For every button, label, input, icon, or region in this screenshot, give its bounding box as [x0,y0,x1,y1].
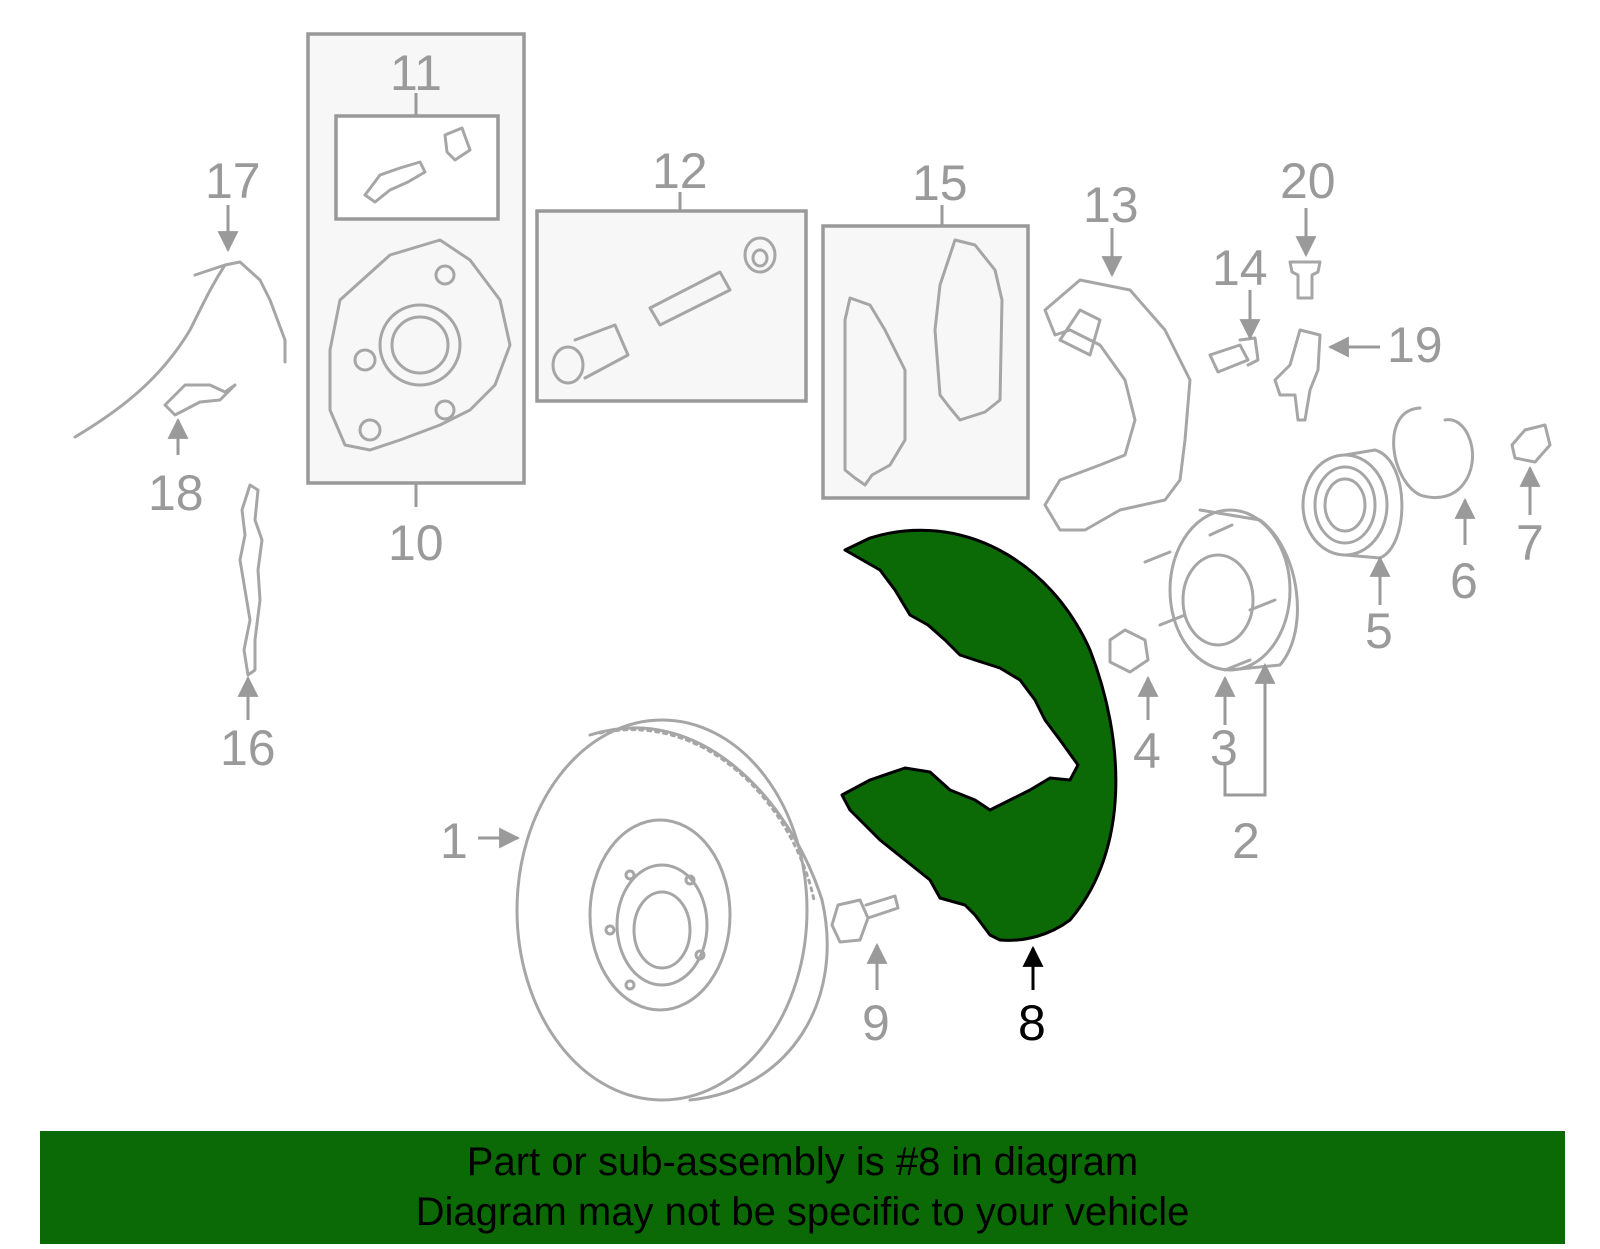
callout-19: 19 [1387,317,1443,373]
wheel-bearing-part [1301,448,1404,560]
callout-4: 4 [1133,723,1161,779]
callout-9: 9 [862,995,890,1051]
box-pad-clips [334,114,500,221]
callout-1: 1 [440,813,468,869]
callout-15: 15 [912,155,968,211]
bolt-9-part [830,894,900,944]
callout-5: 5 [1365,603,1393,659]
callout-11: 11 [390,45,442,101]
callout-10: 10 [388,515,444,571]
caliper-bracket-part [1043,278,1192,532]
sensor-bracket-16-part [238,483,264,677]
pin-part [1288,260,1322,300]
callout-20: 20 [1280,153,1336,209]
callout-17: 17 [205,153,261,209]
callout-16: 16 [220,720,276,776]
brake-rotor-part [515,718,829,1102]
wheel-speed-sensor-part [73,260,287,439]
bolt-part [1208,336,1260,374]
callout-12: 12 [652,143,708,199]
callout-3: 3 [1210,720,1238,776]
callout-7: 7 [1516,515,1544,571]
pad-clip-part [363,126,472,204]
callout-8: 8 [1018,995,1046,1051]
brake-pad-part [843,238,1004,487]
callout-18: 18 [148,465,204,521]
callout-6: 6 [1450,553,1478,609]
box-brake-pads [821,224,1030,500]
banner-line-1: Part or sub-assembly is #8 in diagram [466,1140,1139,1184]
guide-pin-part [551,236,777,385]
sensor-bracket-part [1273,328,1322,422]
clip-part [1510,423,1552,464]
hub-part [1108,508,1299,674]
callout-14: 14 [1212,240,1268,296]
banner-line-2: Diagram may not be specific to your vehi… [415,1190,1190,1234]
splash-shield-part[interactable] [840,528,1118,942]
leader-lines [167,93,1541,990]
callout-13: 13 [1083,177,1139,233]
info-banner: Part or sub-assembly is #8 in diagram Di… [40,1131,1565,1244]
caliper-part [328,238,512,452]
snap-ring-part [1392,406,1475,499]
bracket-18-part [163,383,237,417]
callout-2: 2 [1232,813,1260,869]
